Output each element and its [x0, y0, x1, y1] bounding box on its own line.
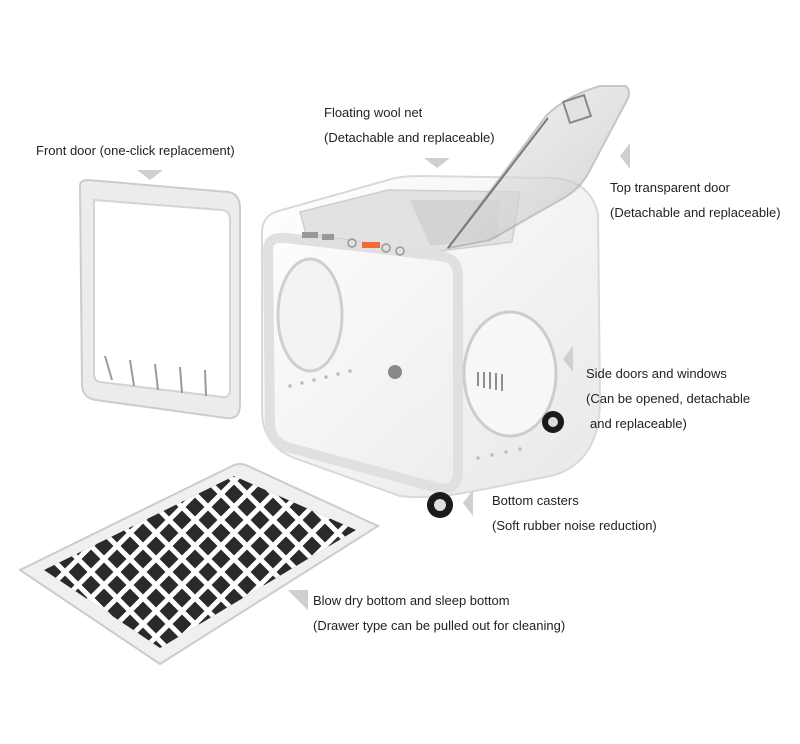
- top-door-callout: Top transparent door (Detachable and rep…: [610, 175, 781, 225]
- side-doors-detail: (Can be opened, detachable: [586, 391, 751, 406]
- wool-net-title: Floating wool net: [324, 105, 423, 120]
- front-door-title: Front door (one-click replacement): [36, 143, 235, 158]
- side-doors-title: Side doors and windows: [586, 366, 727, 381]
- top-transparent-door: [445, 85, 630, 250]
- casters-callout: Bottom casters (Soft rubber noise reduct…: [492, 488, 657, 538]
- wool-net-pointer: [424, 158, 450, 168]
- bottom-tray: [18, 463, 381, 666]
- casters-detail: (Soft rubber noise reduction): [492, 518, 657, 533]
- top-door-title: Top transparent door: [610, 180, 730, 195]
- front-door: [78, 178, 241, 420]
- wool-net-detail: (Detachable and replaceable): [324, 130, 495, 145]
- top-door-detail: (Detachable and replaceable): [610, 205, 781, 220]
- bottom-detail: (Drawer type can be pulled out for clean…: [313, 618, 566, 633]
- casters-pointer: [463, 490, 473, 516]
- top-door-pointer: [620, 143, 630, 169]
- side-window: [462, 310, 558, 438]
- side-doors-detail-2: and replaceable): [590, 416, 687, 431]
- wool-net-callout: Floating wool net (Detachable and replac…: [324, 100, 495, 150]
- dryer-body: [261, 174, 602, 499]
- bottom-title: Blow dry bottom and sleep bottom: [313, 593, 510, 608]
- front-door-callout: Front door (one-click replacement): [36, 138, 235, 163]
- casters: [388, 365, 564, 518]
- front-door-pointer: [137, 170, 163, 180]
- side-doors-pointer: [563, 346, 573, 372]
- casters-title: Bottom casters: [492, 493, 579, 508]
- side-doors-callout: Side doors and windows (Can be opened, d…: [586, 361, 750, 436]
- bottom-pointer: [288, 590, 308, 610]
- control-panel: [302, 232, 405, 256]
- bottom-callout: Blow dry bottom and sleep bottom (Drawer…: [313, 588, 565, 638]
